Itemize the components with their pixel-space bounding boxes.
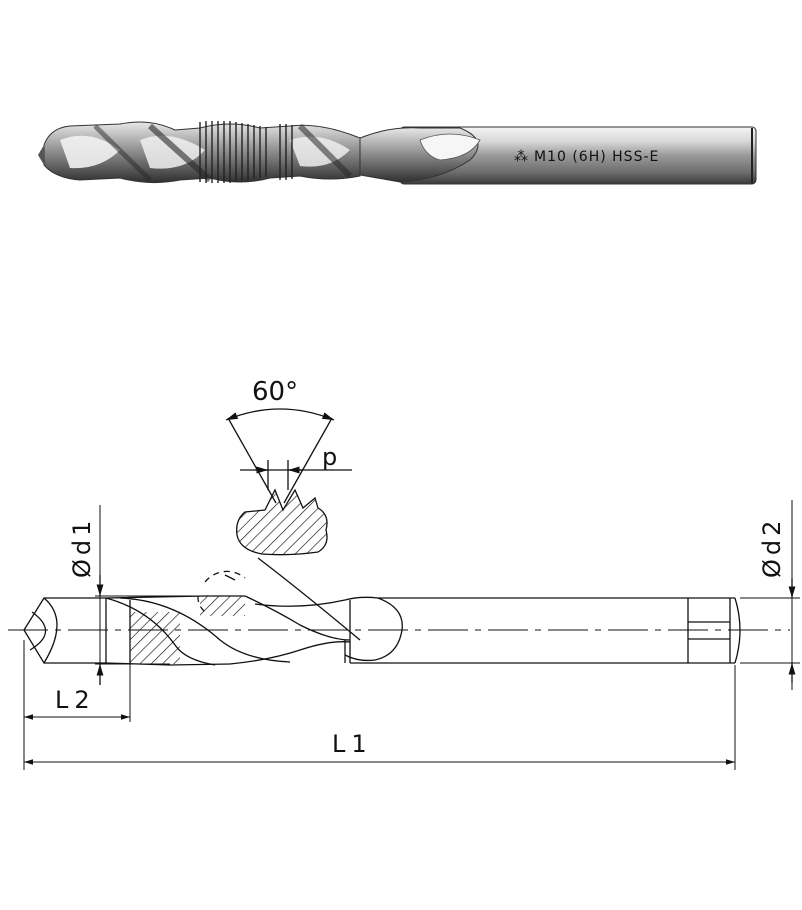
l2-label: L2 (55, 686, 96, 714)
angle-arm-left (227, 417, 277, 504)
thread-section-hatch (130, 612, 180, 664)
thread-teeth-hatch (200, 596, 245, 616)
shank-logo-icon: ⁂ (514, 149, 528, 165)
d2-label: Ød2 (758, 517, 786, 578)
l1-label: L1 (332, 730, 373, 758)
pitch-label: p (322, 443, 337, 471)
tool-photo: ⁂ M10 (6H) HSS-E (38, 121, 757, 185)
photo-tip (38, 145, 44, 165)
detail-circle (204, 570, 246, 583)
drawing-tip (23, 597, 106, 664)
photo-thread-teeth (199, 121, 293, 183)
technical-drawing (8, 408, 800, 770)
thread-profile-detail (236, 488, 328, 556)
drawing-neck (344, 596, 403, 662)
angle-arm-right (283, 417, 333, 504)
shank-marking: M10 (6H) HSS-E (534, 149, 659, 165)
angle-arc (225, 408, 335, 421)
d1-label: Ød1 (68, 517, 96, 578)
angle-label: 60° (252, 377, 298, 407)
detail-leader (257, 557, 361, 641)
